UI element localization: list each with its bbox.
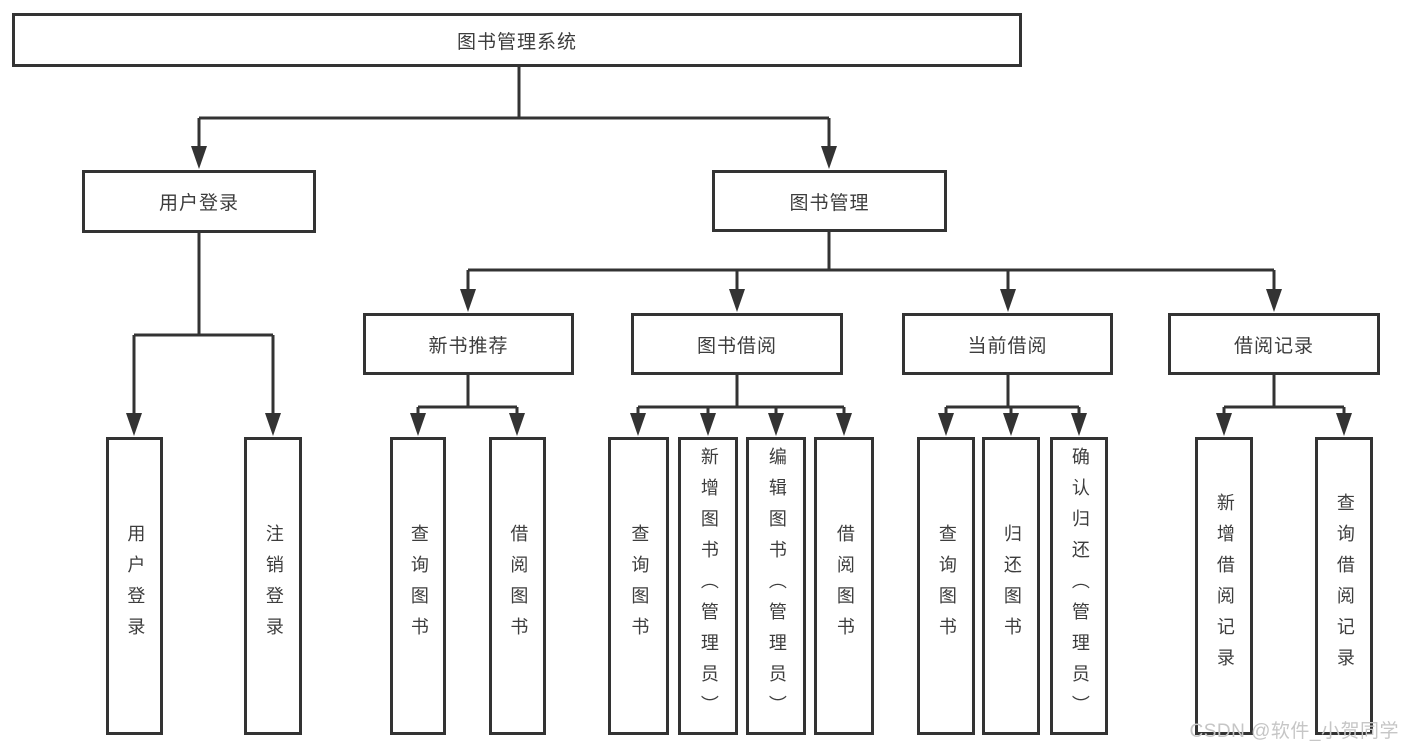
csdn-watermark: CSDN @软件_小贺同学 [1189, 721, 1399, 742]
leaf-current-confirm-return-admin-label: 确认归还（管理员） [1069, 446, 1090, 726]
leaf-borrow-edit-books-admin: 编辑图书（管理员） [746, 437, 806, 735]
leaf-logout-label: 注销登录 [263, 524, 284, 648]
leaf-borrow-query-books-label: 查询图书 [629, 524, 650, 648]
leaf-borrow-query-books: 查询图书 [608, 437, 669, 735]
leaf-borrow-borrow-books: 借阅图书 [814, 437, 874, 735]
leaf-records-add-record-label: 新增借阅记录 [1214, 493, 1235, 679]
leaf-newbook-query-books-label: 查询图书 [408, 524, 429, 648]
leaf-current-return-books-label: 归还图书 [1001, 524, 1022, 648]
leaf-newbook-borrow-books: 借阅图书 [489, 437, 546, 735]
leaf-current-query-books: 查询图书 [917, 437, 975, 735]
node-new-book-recommend: 新书推荐 [363, 313, 574, 375]
node-book-borrow: 图书借阅 [631, 313, 843, 375]
leaf-current-return-books: 归还图书 [982, 437, 1040, 735]
node-root: 图书管理系统 [12, 13, 1022, 67]
leaf-current-confirm-return-admin: 确认归还（管理员） [1050, 437, 1108, 735]
leaf-newbook-borrow-books-label: 借阅图书 [508, 524, 529, 648]
leaf-current-query-books-label: 查询图书 [936, 524, 957, 648]
leaf-records-query-record: 查询借阅记录 [1315, 437, 1373, 735]
leaf-newbook-query-books: 查询图书 [390, 437, 446, 735]
node-user-login: 用户登录 [82, 170, 316, 233]
leaf-borrow-add-books-admin: 新增图书（管理员） [678, 437, 738, 735]
leaf-user-login: 用户登录 [106, 437, 163, 735]
leaf-borrow-add-books-admin-label: 新增图书（管理员） [698, 446, 719, 726]
leaf-logout: 注销登录 [244, 437, 302, 735]
leaf-borrow-borrow-books-label: 借阅图书 [834, 524, 855, 648]
node-book-management: 图书管理 [712, 170, 947, 232]
leaf-records-add-record: 新增借阅记录 [1195, 437, 1253, 735]
leaf-borrow-edit-books-admin-label: 编辑图书（管理员） [766, 446, 787, 726]
node-borrow-records: 借阅记录 [1168, 313, 1380, 375]
node-current-borrow: 当前借阅 [902, 313, 1113, 375]
leaf-user-login-label: 用户登录 [125, 524, 146, 648]
leaf-records-query-record-label: 查询借阅记录 [1334, 493, 1355, 679]
